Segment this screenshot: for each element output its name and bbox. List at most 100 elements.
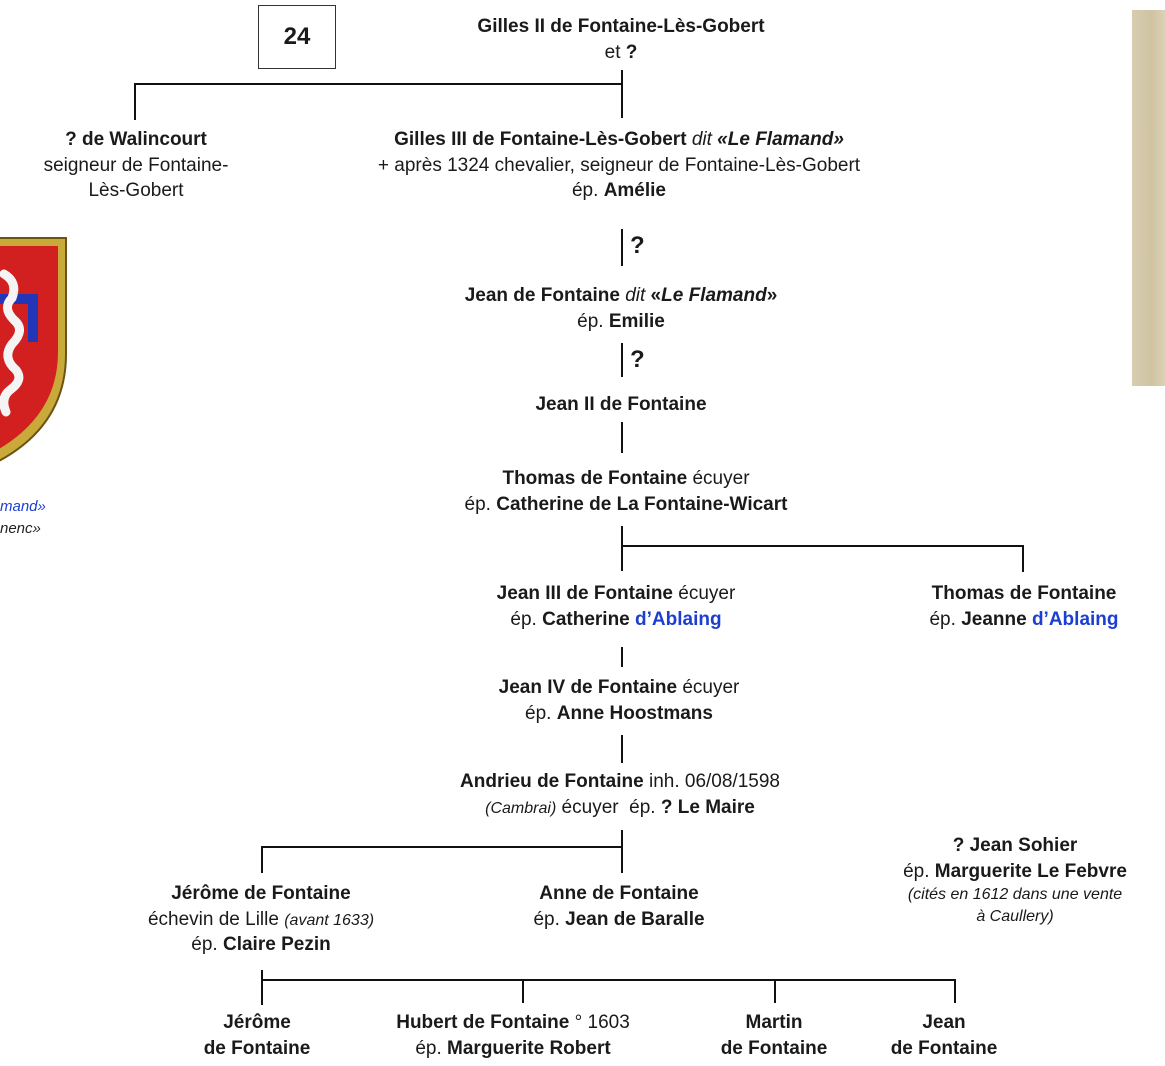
person-name-cont: de Fontaine xyxy=(890,1037,998,1059)
coat-of-arms-icon xyxy=(0,237,67,462)
note: (cités en 1612 dans une vente xyxy=(907,886,1123,904)
connector xyxy=(522,979,524,1003)
person-name: Hubert de Fontaine xyxy=(396,1012,570,1033)
person-details: + après 1324 chevalier, seigneur de Font… xyxy=(377,154,861,176)
spouse-family-link[interactable]: d’Ablaing xyxy=(1031,608,1119,630)
person-role: échevin de Lille xyxy=(147,908,279,930)
connector xyxy=(261,970,263,1005)
dit-label: dit xyxy=(625,285,646,306)
unknown-link: ? xyxy=(630,232,645,259)
person-name: Jérôme xyxy=(223,1012,291,1033)
ep-label: ép. xyxy=(571,180,599,202)
person-title: seigneur de Fontaine- xyxy=(43,154,229,176)
spouse-family-link[interactable]: d’Ablaing xyxy=(635,608,722,630)
dit-label: dit xyxy=(691,129,712,150)
person-name: ? de Walincourt xyxy=(65,129,207,150)
person-thomas: Thomas de Fontaine écuyer ép. Catherine … xyxy=(465,466,788,517)
nickname: Le Flamand xyxy=(661,285,767,306)
connector xyxy=(774,979,776,1003)
person-andrieu: Andrieu de Fontaine inh. 06/08/1598 (Cam… xyxy=(460,769,780,820)
parchment-image xyxy=(1132,10,1165,386)
spouse-name: ? xyxy=(625,41,638,63)
nickname: «Le Flamand» xyxy=(717,129,844,150)
spouse-name: Marguerite Le Febvre xyxy=(934,860,1127,882)
connector xyxy=(621,647,623,667)
spouse-name: Amélie xyxy=(603,180,667,202)
quote-open: « xyxy=(650,285,662,306)
place: (Cambrai) xyxy=(485,799,557,817)
connector xyxy=(621,422,623,453)
person-jean-iv: Jean IV de Fontaine écuyer ép. Anne Hoos… xyxy=(499,675,740,726)
connector xyxy=(621,830,623,873)
person-gilles-ii: Gilles II de Fontaine-Lès-Gobert et ? xyxy=(477,14,764,65)
person-name-cont: de Fontaine xyxy=(203,1037,311,1059)
person-title: écuyer xyxy=(692,468,750,489)
person-name: Jean III de Fontaine xyxy=(496,583,674,604)
spouse-first-name: Jeanne xyxy=(961,608,1027,630)
person-title-cont: Lès-Gobert xyxy=(88,180,184,202)
spouse-name: ? Le Maire xyxy=(660,796,755,818)
connector xyxy=(261,979,956,981)
person-gilles-iii: Gilles III de Fontaine-Lès-Gobert dit «L… xyxy=(378,127,860,204)
ep-label: ép. xyxy=(577,310,604,332)
person-name: Gilles III de Fontaine-Lès-Gobert xyxy=(394,129,687,150)
connector xyxy=(134,83,623,85)
spouse-name: Marguerite Robert xyxy=(447,1037,611,1059)
connector xyxy=(621,343,623,377)
connector xyxy=(1022,545,1024,572)
person-martin: Martin de Fontaine xyxy=(721,1010,828,1061)
person-sohier: ? Jean Sohier ép. Marguerite Le Febvre (… xyxy=(903,833,1127,927)
person-jerome: Jérôme de Fontaine échevin de Lille (ava… xyxy=(148,881,374,958)
connector xyxy=(261,846,623,848)
spouse-name: Anne Hoostmans xyxy=(556,702,713,724)
spouse-name: Emilie xyxy=(608,310,665,332)
person-title: écuyer xyxy=(682,677,740,698)
connector xyxy=(621,229,623,266)
person-thomas-2: Thomas de Fontaine ép. Jeanne d’Ablaing xyxy=(929,581,1118,632)
note-cont: à Caullery) xyxy=(976,907,1054,925)
arms-caption-line2: nenc» xyxy=(0,519,41,537)
spouse-name: Claire Pezin xyxy=(222,934,331,956)
burial-info: inh. 06/08/1598 xyxy=(648,771,780,792)
ep-label: ép. xyxy=(464,493,491,515)
person-jerome-child: Jérôme de Fontaine xyxy=(204,1010,311,1061)
person-jean-iii: Jean III de Fontaine écuyer ép. Catherin… xyxy=(497,581,736,632)
person-jean-ii: Jean II de Fontaine xyxy=(535,394,707,415)
unknown-link: ? xyxy=(630,346,645,373)
arms-caption: mand» nenc» xyxy=(0,496,46,540)
role-date: (avant 1633) xyxy=(284,911,375,929)
birth-info: ° 1603 xyxy=(574,1012,630,1033)
page-number-box: 24 xyxy=(258,5,336,69)
person-name: Gilles II de Fontaine-Lès-Gobert xyxy=(477,16,765,37)
person-name: Jean xyxy=(922,1012,966,1033)
person-name: Anne de Fontaine xyxy=(539,883,699,904)
person-name: Thomas de Fontaine xyxy=(502,468,688,489)
person-name: Jean IV de Fontaine xyxy=(498,677,678,698)
person-name: Andrieu de Fontaine xyxy=(460,771,644,792)
connector xyxy=(621,545,1024,547)
person-name: Martin xyxy=(745,1012,803,1033)
person-jean-child: Jean de Fontaine xyxy=(891,1010,998,1061)
person-anne: Anne de Fontaine ép. Jean de Baralle xyxy=(533,881,704,932)
person-name-cont: de Fontaine xyxy=(720,1037,828,1059)
spouse-prefix: et xyxy=(604,41,621,63)
spouse-name: Jean de Baralle xyxy=(565,908,705,930)
ep-label: ép. xyxy=(510,608,537,630)
person-name: ? Jean Sohier xyxy=(952,835,1078,856)
ep-label: ép. xyxy=(415,1037,442,1059)
connector xyxy=(621,526,623,571)
connector xyxy=(621,70,623,118)
person-hubert: Hubert de Fontaine ° 1603 ép. Marguerite… xyxy=(396,1010,630,1061)
ep-label: ép. xyxy=(629,796,656,818)
person-name: Jérôme de Fontaine xyxy=(171,883,351,904)
quote-close: » xyxy=(766,285,778,306)
arms-caption-line1: mand» xyxy=(0,498,46,515)
ep-label: ép. xyxy=(525,702,552,724)
connector xyxy=(621,735,623,763)
person-name: Jean de Fontaine xyxy=(464,285,620,306)
person-name: Thomas de Fontaine xyxy=(931,583,1117,604)
connector xyxy=(261,846,263,873)
person-title: écuyer xyxy=(561,796,619,818)
person-jean: Jean de Fontaine dit «Le Flamand» ép. Em… xyxy=(465,283,778,334)
ep-label: ép. xyxy=(191,934,218,956)
